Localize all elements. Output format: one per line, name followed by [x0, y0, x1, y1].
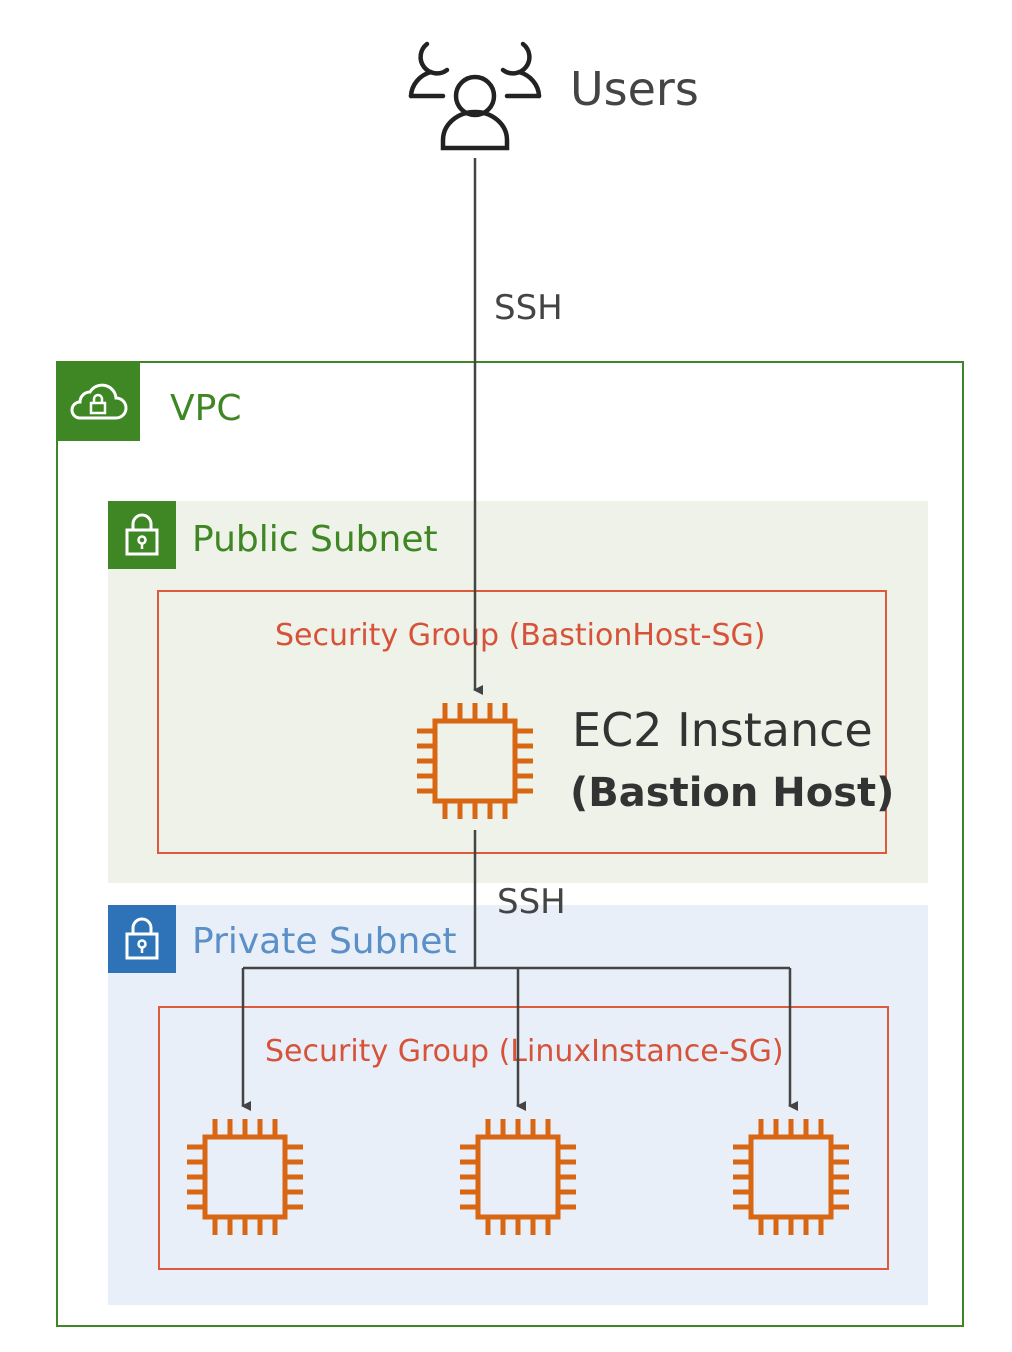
ec2-linux-chip-icon-3 [733, 1119, 849, 1235]
lock-icon [125, 513, 159, 556]
lock-icon [125, 917, 159, 960]
bastion-security-group-label: Security Group (BastionHost-SG) [275, 618, 766, 653]
private-subnet-badge [108, 905, 176, 973]
public-subnet [108, 501, 928, 883]
vpc-label: VPC [170, 388, 242, 429]
public-subnet-label: Public Subnet [192, 519, 438, 560]
users-icon [408, 41, 542, 151]
ec2-bastion-chip-icon [417, 703, 533, 819]
vpc-badge [56, 361, 140, 441]
ssh-label-bottom: SSH [497, 882, 566, 922]
users-label: Users [570, 62, 699, 116]
ssh-label-top: SSH [494, 288, 563, 328]
private-subnet-label: Private Subnet [192, 921, 457, 962]
linux-security-group-label: Security Group (LinuxInstance-SG) [265, 1034, 784, 1069]
public-subnet-badge [108, 501, 176, 569]
cloud-lock-icon [70, 383, 128, 420]
bastion-instance-subtitle: (Bastion Host) [570, 770, 895, 816]
bastion-instance-title: EC2 Instance [572, 703, 873, 757]
ec2-linux-chip-icon-1 [187, 1119, 303, 1235]
bastion-security-group [157, 590, 887, 854]
linux-security-group [158, 1006, 889, 1270]
vpc-container [56, 361, 964, 1327]
ec2-linux-chip-icon-2 [460, 1119, 576, 1235]
